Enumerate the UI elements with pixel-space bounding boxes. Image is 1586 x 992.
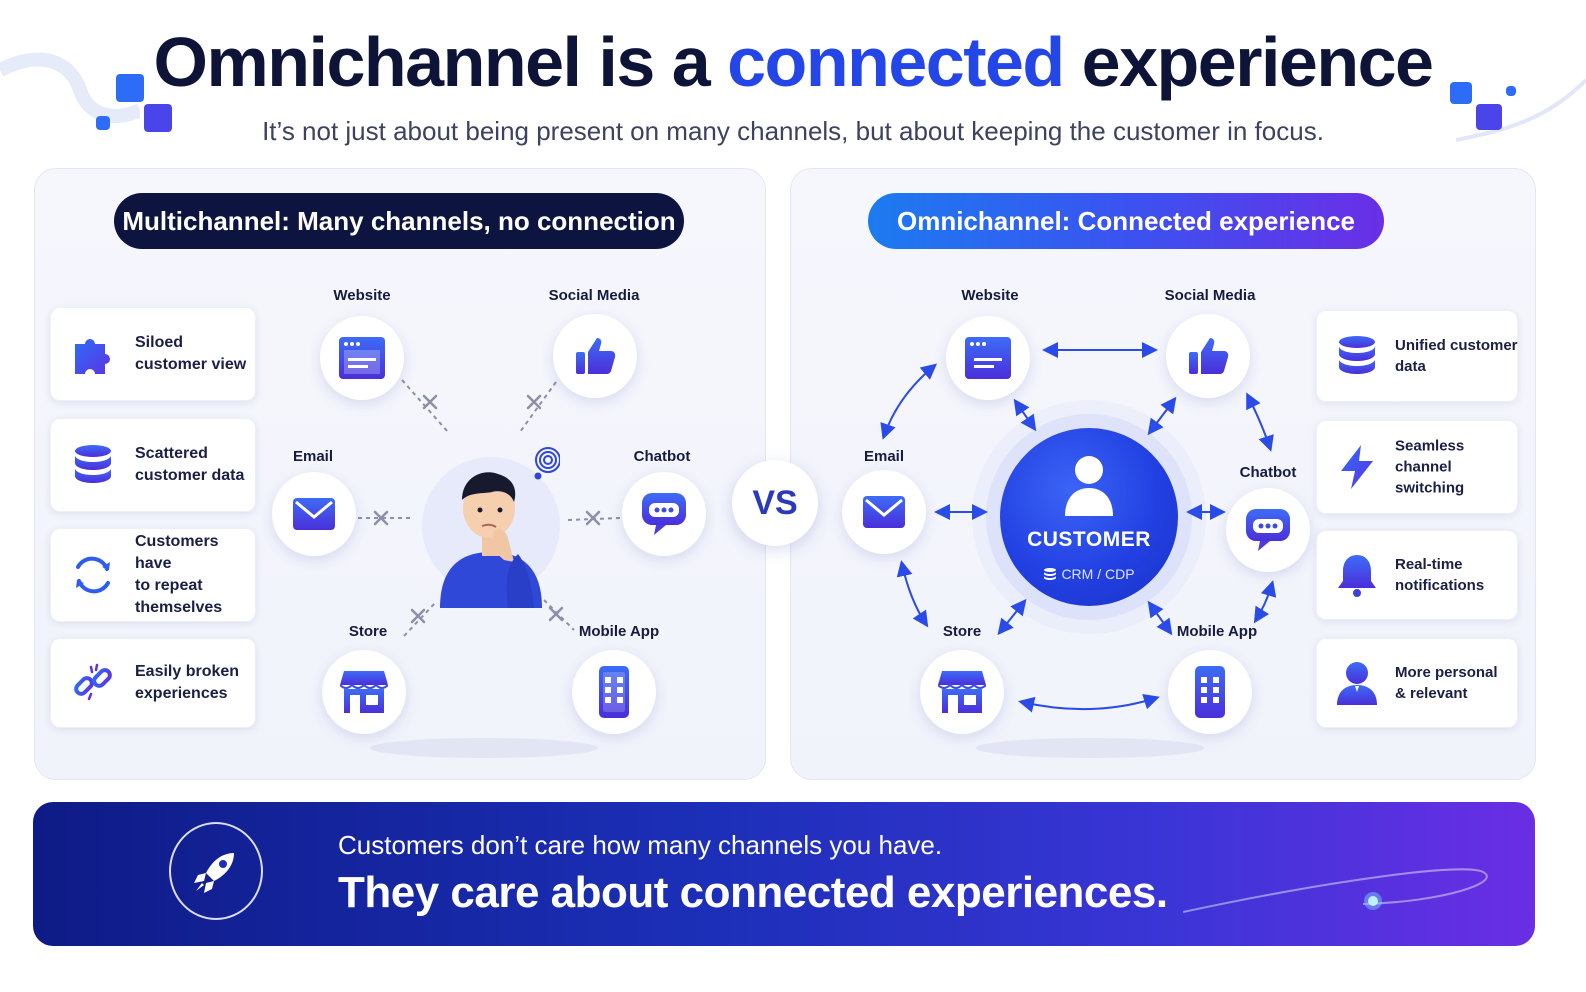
database-icon	[1044, 568, 1057, 580]
chat-bubble-icon	[642, 493, 686, 535]
decorative-square	[96, 116, 110, 130]
banner-line-2: They care about connected experiences.	[338, 868, 1168, 917]
banner-line-1: Customers don’t care how many channels y…	[338, 830, 943, 860]
page-subtitle: It’s not just about being present on man…	[262, 116, 1324, 146]
database-icon	[75, 445, 111, 483]
problem-card: Customers have to repeat themselves	[50, 528, 256, 622]
card-text: More personal & relevant	[1395, 664, 1498, 702]
rocket-icon	[194, 853, 234, 893]
broken-link-icon	[74, 663, 112, 701]
channel-label-mobile: Mobile App	[1176, 623, 1258, 640]
benefit-card: Seamless channel switching	[1316, 420, 1518, 514]
benefit-card: Real-time notifications	[1316, 530, 1518, 620]
thumbs-up-icon	[576, 338, 616, 374]
bottom-banner: Customers don’t care how many channels y…	[33, 802, 1535, 946]
card-text: Real-time notifications	[1395, 556, 1485, 594]
envelope-icon	[863, 496, 905, 528]
puzzle-icon	[75, 339, 110, 374]
channel-website[interactable]	[946, 316, 1030, 400]
storefront-icon	[340, 671, 388, 713]
channel-label-store: Store	[942, 623, 982, 640]
confused-customer-illustration	[422, 447, 560, 608]
decorative-wave	[1456, 78, 1586, 142]
problem-card: Scattered customer data	[50, 418, 256, 512]
card-text: Seamless channel switching	[1395, 437, 1465, 497]
decorative-square	[1450, 82, 1472, 104]
database-icon	[1339, 336, 1375, 374]
card-text: Unified customer data	[1395, 337, 1518, 375]
channel-label-store: Store	[348, 623, 388, 640]
thumbs-up-icon	[1189, 338, 1229, 374]
page-title: Omnichannel is a connected experience	[153, 23, 1434, 101]
channel-label-email: Email	[863, 448, 905, 465]
card-text: Easily broken experiences	[135, 663, 240, 702]
mobile-phone-icon	[1195, 666, 1225, 718]
channel-label-website: Website	[961, 287, 1019, 304]
channel-store	[322, 650, 406, 734]
channel-label-mobile: Mobile App	[578, 623, 660, 640]
channel-label-chatbot: Chatbot	[1239, 464, 1297, 481]
rocket-badge	[169, 822, 263, 920]
refresh-icon	[76, 556, 110, 594]
orbit-decoration	[1183, 868, 1488, 913]
channel-website	[320, 316, 404, 400]
person-icon	[1337, 662, 1377, 705]
title-accent: connected	[727, 23, 1065, 101]
user-icon	[1065, 456, 1113, 516]
channel-label-email: Email	[292, 448, 334, 465]
browser-icon	[965, 337, 1011, 379]
benefit-card: Unified customer data	[1316, 310, 1518, 402]
channel-store[interactable]	[920, 650, 1004, 734]
crm-label: CRM / CDP	[1000, 566, 1178, 582]
omnichannel-heading: Omnichannel: Connected experience	[868, 193, 1384, 249]
bell-icon	[1338, 555, 1376, 597]
channel-label-chatbot: Chatbot	[633, 448, 691, 465]
channel-email	[272, 472, 356, 556]
channel-mobile-app	[572, 650, 656, 734]
channel-label-website: Website	[333, 287, 391, 304]
channel-chatbot	[622, 472, 706, 556]
envelope-icon	[293, 498, 335, 530]
channel-label-social: Social Media	[548, 287, 640, 304]
decorative-square	[1476, 104, 1502, 130]
decorative-square	[1506, 86, 1516, 96]
floor-shadow	[976, 738, 1204, 758]
card-text: Siloed customer view	[135, 334, 247, 373]
mobile-phone-icon	[599, 666, 629, 718]
card-text: Customers have to repeat themselves	[135, 533, 223, 616]
benefit-card: More personal & relevant	[1316, 638, 1518, 728]
customer-hub: CUSTOMER CRM / CDP	[1000, 428, 1178, 606]
decorative-wave	[0, 52, 140, 123]
lightning-icon	[1341, 445, 1373, 489]
card-text: Scattered customer data	[135, 445, 245, 484]
channel-email[interactable]	[842, 470, 926, 554]
browser-icon	[339, 337, 385, 379]
chat-bubble-icon	[1246, 509, 1290, 551]
decorative-square	[144, 104, 172, 132]
channel-mobile-app[interactable]	[1168, 650, 1252, 734]
storefront-icon	[938, 671, 986, 713]
channel-label-social: Social Media	[1164, 287, 1256, 304]
problem-card: Siloed customer view	[50, 307, 256, 401]
decorative-square	[116, 74, 144, 102]
problem-card: Easily broken experiences	[50, 638, 256, 728]
channel-social-media[interactable]	[1166, 314, 1250, 398]
customer-label: CUSTOMER	[1027, 528, 1151, 551]
versus-badge: VS	[732, 460, 818, 546]
multichannel-heading: Multichannel: Many channels, no connecti…	[114, 193, 684, 249]
floor-shadow	[370, 738, 598, 758]
channel-social-media	[553, 314, 637, 398]
channel-chatbot[interactable]	[1226, 488, 1310, 572]
